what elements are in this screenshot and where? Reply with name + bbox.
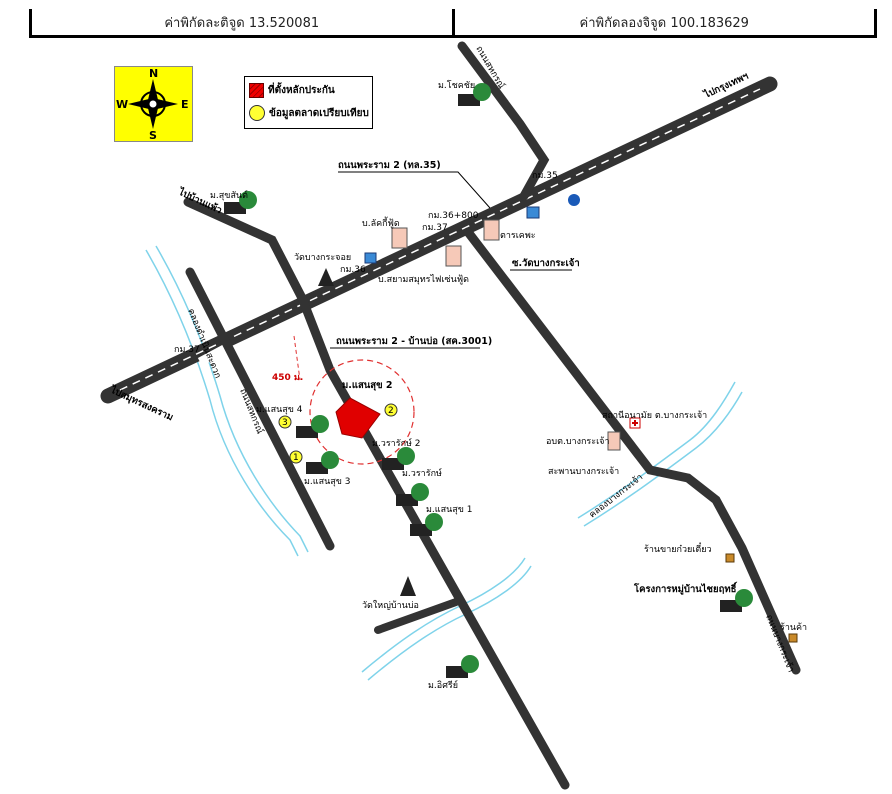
comparable-swatch-icon [249,105,265,121]
soi-wat-label: ซ.วัดบางกระเจ้า [512,257,580,269]
village-nw-label: ม.สุขสันต์ [210,189,248,201]
village-saensuk3-label: ม.แสนสุข 3 [304,477,350,487]
km37-west-label: กม.37 [174,345,200,355]
poi-icons [364,194,798,643]
village-saensuk1-label: ม.แสนสุข 1 [426,505,472,515]
village-saensuk4-label: ม.แสนสุข 4 [256,405,303,415]
canal-east-label: คลองบางกระเจ้า [587,472,645,521]
compass-w: W [116,98,128,111]
map-legend: ที่ตั้งหลักประกัน ข้อมูลตลาดเปรียบเทียบ [244,76,373,129]
km35-label: กม.35 [532,171,558,181]
compass-s: S [149,129,157,141]
factory-2-label: บ.สยามสมุทรไฟเซ่นฟู้ด [378,274,469,285]
village-chokchai-label: ม.โชคชัย [438,80,475,91]
wat-yai-label: วัดใหญ่บ้านบ่อ [362,600,419,611]
km36-label: กม.36 [340,265,366,275]
legend-comparables-label: ข้อมูลตลาดเปรียบเทียบ [269,107,369,119]
compass-rose: N S E W [114,66,193,142]
canal-west [145,245,309,557]
comparable-marker-3: 3 [278,415,292,429]
marker-1-label: 1 [293,453,299,463]
health-center-label: สถานีอนามัย ต.บางกระเจ้า [602,410,707,421]
temple-icons [318,268,416,596]
secondary-road-label: ถนนพระราม 2 - บ้านบ่อ (สค.3001) [336,335,492,347]
compass-icon: N S E W [116,67,189,142]
property-parcel [335,397,381,439]
village-saensuk2-label: ม.แสนสุข 2 [342,380,393,391]
comparable-marker-2: 2 [384,403,398,417]
shop-noodle-label: ร้านขายก๋วยเตี๋ยว [644,542,712,555]
km36-800-label: กม.36+800 [428,211,479,221]
side-roads [183,41,801,790]
marker-3-label: 3 [282,418,288,428]
obt-label: อบต.บางกระเจ้า [546,436,610,447]
village-wararak2-label: ม.วรารักษ์ 2 [372,437,421,449]
distance-label: 450 ม. [272,373,303,383]
compass-n: N [149,67,158,80]
to-samut-songkhram-label: ไปสมุทรสงคราม [108,383,175,423]
radius-ring [293,335,415,465]
callout-lines [330,171,572,349]
latitude-cell: ค่าพิกัดละติจูด 13.520081 [32,9,455,35]
coordinates-header: ค่าพิกัดละติจูด 13.520081 ค่าพิกัดลองจิจ… [29,9,877,38]
compass-e: E [181,98,189,111]
comparable-marker-1: 1 [289,450,303,464]
main-road-label: ถนนพระราม 2 (ทล.35) [338,160,441,171]
legend-row-property: ที่ตั้งหลักประกัน [249,83,335,98]
village-wararak-label: ม.วรารักษ์ [402,467,442,479]
wat-bang-krachoi-label: วัดบางกระจอย [294,253,351,263]
village-icons [224,83,753,678]
marker-2-label: 2 [388,406,394,416]
factory-3-label: ตารเคพะ [500,231,536,241]
factory-1-label: บ.ลัคกี้ฟู้ด [362,216,400,229]
village-sirichai-label: ม.อิศรีย์ [428,679,458,691]
legend-row-comparables: ข้อมูลตลาดเปรียบเทียบ [249,105,369,121]
legend-property-label: ที่ตั้งหลักประกัน [268,85,335,96]
canal-east [577,381,743,527]
shop-label: ร้านค้า [780,622,807,633]
factory-icons [391,219,621,451]
km37-mid-label: กม.37 [422,223,448,233]
property-swatch-icon [249,83,264,98]
project-east-label: โครงการหมู่บ้านไชยฤทธิ์ [633,581,738,596]
longitude-cell: ค่าพิกัดลองจิจูด 100.183629 [579,15,749,31]
bridge-label: สะพานบางกระเจ้า [548,466,619,477]
